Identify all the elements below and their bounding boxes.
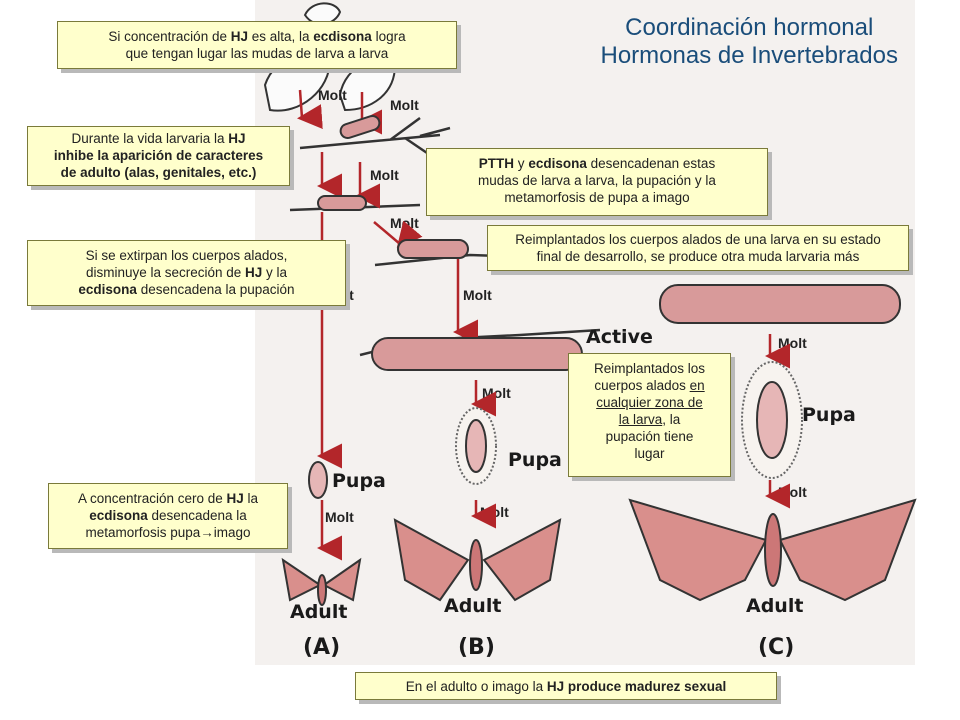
moth-drawings bbox=[281, 498, 917, 606]
pupa-label: Pupa bbox=[332, 470, 386, 492]
note-high-jh: Si concentración de HJ es alta, la ecdis… bbox=[57, 21, 457, 69]
active-label: Active bbox=[586, 326, 653, 348]
adult-label: Adult bbox=[444, 595, 501, 617]
molt-label: Molt bbox=[390, 215, 419, 231]
pupa-label: Pupa bbox=[508, 449, 562, 471]
note-adult-maturity: En el adulto o imago la HJ produce madur… bbox=[355, 672, 777, 700]
molt-label: Molt bbox=[370, 167, 399, 183]
column-label-c: (C) bbox=[758, 635, 794, 660]
note-zero-jh: A concentración cero de HJ la ecdisona d… bbox=[48, 483, 288, 549]
larva-drawings bbox=[317, 114, 901, 371]
molt-label: Molt bbox=[390, 97, 419, 113]
column-labels: (A) (B) (C) bbox=[303, 635, 794, 660]
pupa-labels: Pupa Pupa Pupa bbox=[332, 404, 856, 492]
title-line-2: Hormonas de Invertebrados bbox=[600, 42, 899, 69]
column-label-a: (A) bbox=[303, 635, 340, 660]
molt-label: Molt bbox=[318, 87, 347, 103]
column-label-b: (B) bbox=[458, 635, 495, 660]
title-line-1: Coordinación hormonal bbox=[625, 14, 874, 41]
molt-label: Molt bbox=[325, 509, 354, 525]
adult-label: Adult bbox=[290, 601, 347, 623]
molt-label: Molt bbox=[778, 484, 807, 500]
note-ptth-ecdysone: PTTH y ecdisona desencadenan estas mudas… bbox=[426, 148, 768, 216]
note-larval-jh: Durante la vida larvaria la HJ inhibe la… bbox=[27, 126, 290, 186]
molt-label: Molt bbox=[482, 385, 511, 401]
adult-labels: Adult Adult Adult bbox=[290, 595, 803, 623]
note-reimplant-any-larva: Reimplantados los cuerpos alados en cual… bbox=[568, 353, 731, 477]
pupa-drawings bbox=[308, 361, 803, 499]
note-remove-corpora: Si se extirpan los cuerpos alados, dismi… bbox=[27, 240, 346, 306]
slide-title: Coordinación hormonal Hormonas de Invert… bbox=[601, 14, 899, 70]
note-reimplant-final-larva: Reimplantados los cuerpos alados de una … bbox=[487, 225, 909, 271]
molt-label: Molt bbox=[480, 504, 509, 520]
molt-label: Molt bbox=[463, 287, 492, 303]
pupa-label: Pupa bbox=[802, 404, 856, 426]
adult-label: Adult bbox=[746, 595, 803, 617]
molt-label: Molt bbox=[778, 335, 807, 351]
